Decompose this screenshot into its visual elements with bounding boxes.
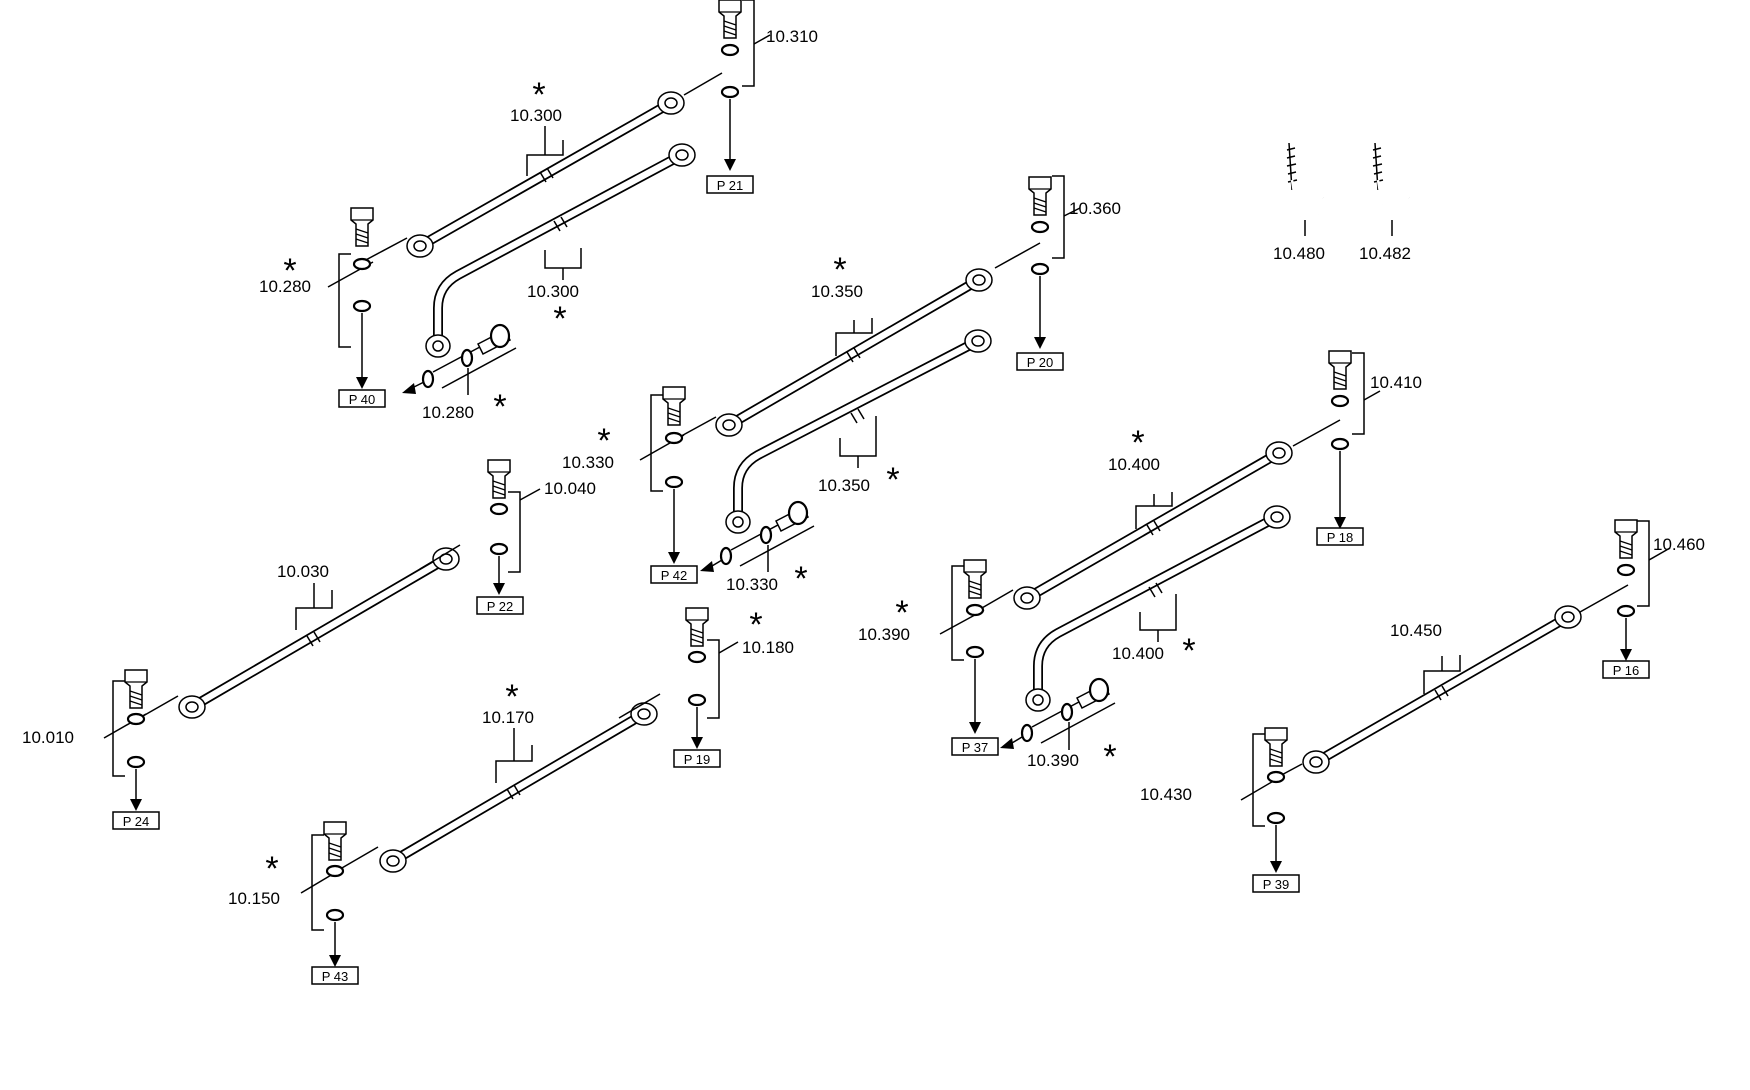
page-ref-p22[interactable]: P 22 — [476, 596, 524, 615]
pipe-10-030 — [178, 547, 460, 719]
label-10-030: 10.030 — [277, 562, 329, 581]
page-ref-p39[interactable]: P 39 — [1252, 874, 1300, 893]
page-ref-p18[interactable]: P 18 — [1316, 527, 1364, 546]
pipe-10-300-upper — [406, 91, 685, 258]
svg-text:*: * — [265, 850, 278, 888]
svg-text:P 21: P 21 — [717, 178, 744, 193]
pipe-10-450 — [1302, 605, 1582, 774]
label-10-300-b: 10.300 — [527, 282, 579, 301]
svg-text:P 40: P 40 — [349, 392, 376, 407]
pipe-10-350-lower — [725, 329, 992, 534]
leader-lines — [313, 126, 546, 750]
label-10-310: 10.310 — [766, 27, 818, 46]
page-ref-p42[interactable]: P 42 — [650, 565, 698, 584]
hook-10-482 — [1372, 142, 1411, 236]
label-10-350-b: 10.350 — [818, 476, 870, 495]
svg-text:P 39: P 39 — [1263, 877, 1290, 892]
svg-text:*: * — [553, 300, 566, 338]
svg-text:P 43: P 43 — [322, 969, 349, 984]
svg-text:P 22: P 22 — [487, 599, 514, 614]
label-10-450: 10.450 — [1390, 621, 1442, 640]
label-10-460: 10.460 — [1653, 535, 1705, 554]
label-10-350-a: 10.350 — [811, 282, 863, 301]
svg-text:*: * — [1131, 424, 1144, 462]
label-10-430: 10.430 — [1140, 785, 1192, 804]
side-fitting-10-330 — [700, 500, 815, 572]
svg-text:*: * — [493, 388, 506, 426]
label-10-390-a: 10.390 — [858, 625, 910, 644]
svg-text:*: * — [1182, 632, 1195, 670]
svg-text:*: * — [886, 461, 899, 499]
label-10-360: 10.360 — [1069, 199, 1121, 218]
svg-text:*: * — [283, 252, 296, 290]
label-10-170: 10.170 — [482, 708, 534, 727]
bolt-assembly-10-360 — [994, 175, 1081, 349]
label-10-010: 10.010 — [22, 728, 74, 747]
bolt-assembly-10-280 — [327, 207, 408, 389]
label-10-480: 10.480 — [1273, 244, 1325, 263]
svg-text:*: * — [532, 76, 545, 114]
svg-text:*: * — [1103, 738, 1116, 776]
pipe-10-300-lower — [425, 143, 696, 358]
part-labels: 10.010 10.030 10.040 10.150 10.170 10.18… — [22, 27, 1705, 908]
side-fitting-10-390 — [1000, 677, 1116, 750]
bolt-assembly-10-460 — [1579, 519, 1671, 661]
label-10-400-a: 10.400 — [1108, 455, 1160, 474]
bolt-assembly-10-410 — [1292, 350, 1381, 529]
label-10-330-b: 10.330 — [726, 575, 778, 594]
pipe-10-400-lower — [1025, 505, 1291, 712]
svg-text:*: * — [597, 422, 610, 460]
svg-text:*: * — [749, 606, 762, 644]
page-ref-p40[interactable]: P 40 — [338, 389, 386, 408]
label-10-300-a: 10.300 — [510, 106, 562, 125]
page-ref-p20[interactable]: P 20 — [1016, 352, 1064, 371]
svg-text:P 37: P 37 — [962, 740, 989, 755]
svg-text:*: * — [794, 560, 807, 598]
asterisk-markers: * * * * * * * * * * * * * * * — [265, 76, 1195, 888]
label-10-280-b: 10.280 — [422, 403, 474, 422]
page-ref-p16[interactable]: P 16 — [1602, 660, 1650, 679]
pipe-10-400-upper — [1013, 441, 1293, 610]
label-10-040: 10.040 — [544, 479, 596, 498]
svg-text:P 24: P 24 — [123, 814, 150, 829]
bolt-assembly-10-430 — [1240, 727, 1303, 873]
page-ref-p24[interactable]: P 24 — [112, 811, 160, 830]
brackets — [295, 140, 1461, 783]
svg-text:*: * — [833, 251, 846, 289]
label-10-150: 10.150 — [228, 889, 280, 908]
label-10-280-a: 10.280 — [259, 277, 311, 296]
label-10-390-b: 10.390 — [1027, 751, 1079, 770]
page-ref-p19[interactable]: P 19 — [673, 749, 721, 768]
page-ref-p37[interactable]: P 37 — [951, 737, 999, 756]
svg-text:P 16: P 16 — [1613, 663, 1640, 678]
bolt-assembly-10-150 — [300, 821, 379, 967]
page-ref-p21[interactable]: P 21 — [706, 175, 754, 194]
bolt-assembly-10-040 — [419, 459, 541, 595]
svg-text:P 18: P 18 — [1327, 530, 1354, 545]
bolt-assembly-10-310 — [683, 0, 771, 171]
bolt-assembly-10-180 — [618, 607, 739, 749]
side-fitting-10-280 — [402, 323, 517, 395]
page-ref-p43[interactable]: P 43 — [311, 966, 359, 985]
label-10-330-a: 10.330 — [562, 453, 614, 472]
svg-text:P 42: P 42 — [661, 568, 688, 583]
pipe-10-350-upper — [715, 268, 993, 437]
bolt-assembly-10-330 — [639, 386, 717, 564]
hook-10-480 — [1286, 142, 1325, 236]
svg-text:P 20: P 20 — [1027, 355, 1054, 370]
svg-text:*: * — [505, 678, 518, 716]
label-10-410: 10.410 — [1370, 373, 1422, 392]
svg-text:*: * — [895, 594, 908, 632]
pipe-10-170 — [379, 702, 658, 873]
label-10-482: 10.482 — [1359, 244, 1411, 263]
svg-text:P 19: P 19 — [684, 752, 711, 767]
bolt-assembly-10-010 — [103, 669, 179, 811]
label-10-400-b: 10.400 — [1112, 644, 1164, 663]
bolt-assembly-10-390 — [939, 559, 1014, 734]
label-10-180: 10.180 — [742, 638, 794, 657]
